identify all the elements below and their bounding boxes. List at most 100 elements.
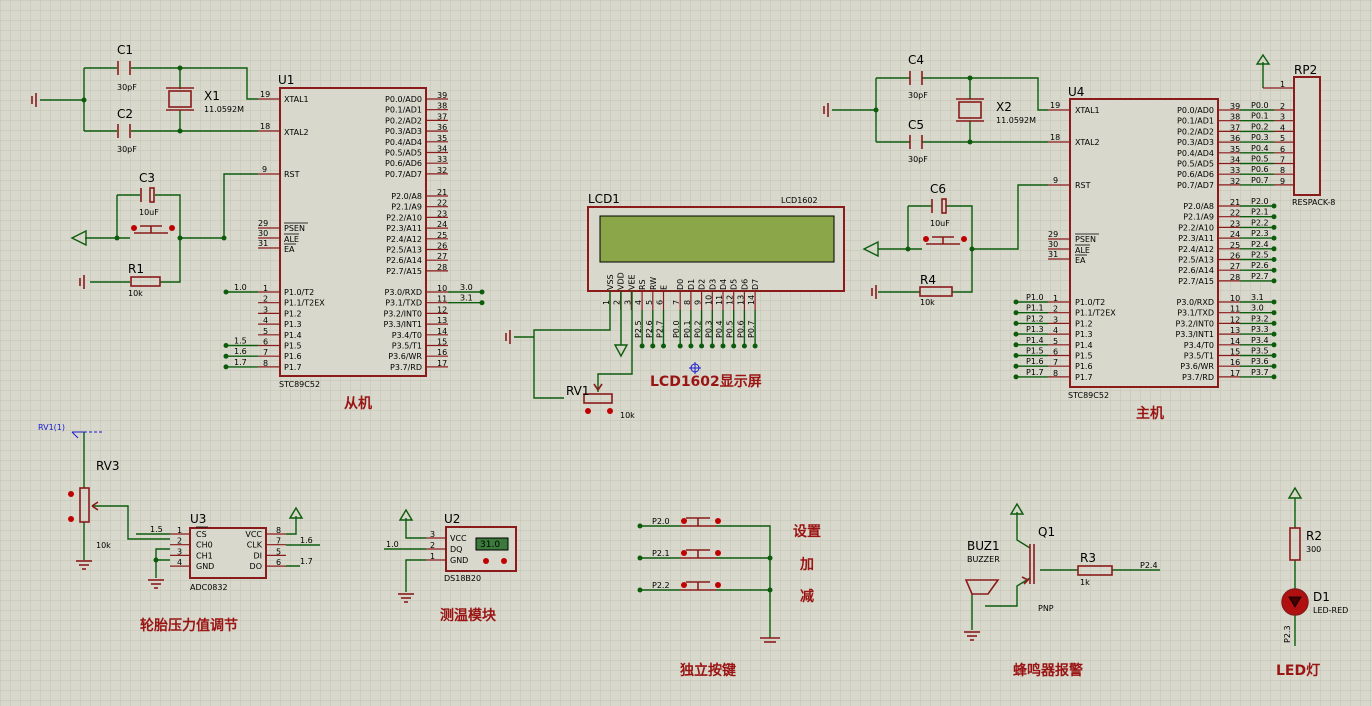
x2-ref: X2 [996, 100, 1012, 114]
u4-p1-net: P1.6 [1026, 357, 1044, 366]
master-oscillator: C4 30pF C5 30pF X2 11.0592M [823, 53, 1048, 164]
u4-p3-num: 14 [1230, 337, 1240, 346]
slave-mcu[interactable]: U1 STC89C52 XTAL1 XTAL2 RST PSEN ALE EA … [223, 73, 485, 389]
led-circuit[interactable]: R2 300 D1 LED-RED P2.3 [1281, 486, 1348, 646]
rv1-ref: RV1 [566, 384, 590, 398]
u4-p2-net: P2.1 [1251, 208, 1269, 217]
u1-p3-num: 10 [437, 284, 447, 293]
lcd-pin-net: P0.4 [715, 320, 724, 338]
u1-p1-label: P1.0/T2 [284, 288, 314, 297]
u1-p0-label: P0.6/AD6 [385, 159, 422, 168]
u4-p2-num: 24 [1230, 230, 1240, 239]
u4-p2-label: P2.0/A8 [1183, 202, 1214, 211]
u4-p1-num: 5 [1053, 337, 1058, 346]
u4-p3-num: 12 [1230, 315, 1240, 324]
u3-left-num: 3 [177, 547, 182, 556]
master-mcu[interactable]: U4 STC89C52 XTAL1 XTAL2 RST PSEN ALE EA … [1013, 85, 1295, 400]
u3-left-label: CS [196, 530, 207, 539]
led-net: P2.3 [1283, 625, 1292, 643]
junction-dot [223, 364, 229, 370]
master-title: 主机 [1136, 405, 1164, 422]
lcd-pin-num: 4 [634, 300, 643, 305]
u4-p2-net: P2.7 [1251, 272, 1269, 281]
u4-p3-net: 3.1 [1251, 293, 1264, 302]
u4-p1-net: P1.4 [1026, 336, 1044, 345]
junction-dot [1271, 224, 1277, 230]
u4-p1-net: P1.3 [1026, 325, 1044, 334]
lcd-pin-num: 1 [602, 300, 611, 305]
u4-p0-label: P0.3/AD3 [1177, 138, 1214, 147]
u1-p3-num: 14 [437, 327, 447, 336]
key-contact [681, 518, 687, 524]
c3-value: 10uF [139, 208, 159, 217]
u3-left-num: 1 [177, 526, 182, 535]
lcd-pin-num: 7 [672, 300, 681, 305]
u4-p0-net: P0.6 [1251, 165, 1269, 174]
u1-pin19: 19 [260, 90, 270, 99]
u4-p2-num: 26 [1230, 252, 1240, 261]
independent-keys[interactable]: P2.0P2.1P2.2 [637, 517, 781, 643]
rv3-probe-label: RV1(1) [38, 423, 65, 432]
u4-p3-net: P3.3 [1251, 325, 1269, 334]
u4-p0-net: P0.2 [1251, 122, 1269, 131]
u4-p0-net: P0.7 [1251, 176, 1269, 185]
buzzer-title: 蜂鸣器报警 [1013, 662, 1083, 679]
u4-p0-num: 38 [1230, 113, 1240, 122]
u4-p0-label: P0.1/AD1 [1177, 117, 1214, 126]
u4-p2-num: 25 [1230, 241, 1240, 250]
rp2-pin-num: 7 [1280, 156, 1285, 165]
u1-p0-label: P0.2/AD2 [385, 116, 422, 125]
u1-p3-label: P3.2/INT0 [383, 309, 422, 318]
u4-p3-label: P3.4/T0 [1184, 341, 1214, 350]
u4-p0-net: P0.3 [1251, 133, 1269, 142]
u1-p3-net: 3.0 [460, 283, 473, 292]
u1-p3-label: P3.3/INT1 [383, 320, 422, 329]
u4-ref: U4 [1068, 85, 1084, 99]
lcd-pin-net: P2.5 [634, 320, 643, 338]
u4-p1-label: P1.6 [1075, 362, 1093, 371]
junction-dot [1271, 214, 1277, 220]
junction-dot [1013, 374, 1019, 380]
u1-ale-label: ALE [284, 235, 299, 244]
u1-rst-label: RST [284, 170, 300, 179]
r1-value: 10k [128, 289, 143, 298]
u1-p2-num: 23 [437, 209, 447, 218]
junction-dot [639, 343, 645, 349]
u1-p0-num: 38 [437, 102, 447, 111]
lcd1602-display[interactable]: LCD1 LCD1602 VSS1VDD2VEE3RS4P2.5RW5P2.6E… [587, 192, 845, 349]
junction-dot [637, 587, 643, 593]
junction-dot [1013, 353, 1019, 358]
u1-p0-num: 35 [437, 134, 447, 143]
u4-p3-num: 10 [1230, 294, 1240, 303]
u3-right-label: DI [253, 551, 262, 560]
tire-pressure-pot[interactable]: RV1(1) RV3 10k [38, 423, 170, 570]
junction-dot [637, 555, 643, 561]
u4-p0-label: P0.7/AD7 [1177, 181, 1214, 190]
u1-p1-label: P1.1/T2EX [284, 299, 325, 308]
junction-dot [1013, 342, 1019, 348]
u1-p0-num: 39 [437, 91, 447, 100]
junction-dot [688, 343, 694, 349]
u1-p0-num: 32 [437, 166, 447, 175]
u1-p1-num: 1 [263, 284, 268, 293]
u1-p3-num: 17 [437, 359, 447, 368]
u1-p3-num: 11 [437, 295, 447, 304]
junction-dot [479, 300, 485, 306]
junction-dot [223, 289, 229, 295]
u4-pin30: 30 [1048, 240, 1058, 249]
u4-p1-label: P1.0/T2 [1075, 298, 1105, 307]
lcd-pin-num: 10 [704, 295, 713, 305]
lcd-pin-net: P0.7 [747, 320, 756, 338]
u4-type: STC89C52 [1068, 391, 1109, 400]
buzzer-circuit[interactable]: BUZ1 BUZZER Q1 PNP R3 1k P2.4 [964, 502, 1160, 641]
lcd-pin-label: D6 [740, 279, 749, 290]
junction-dot [1013, 320, 1019, 326]
u1-psen-label: PSEN [284, 224, 305, 233]
u1-p1-label: P1.5 [284, 342, 302, 351]
junction-dot [1271, 310, 1277, 316]
u1-p2-label: P2.4/A12 [386, 235, 422, 244]
